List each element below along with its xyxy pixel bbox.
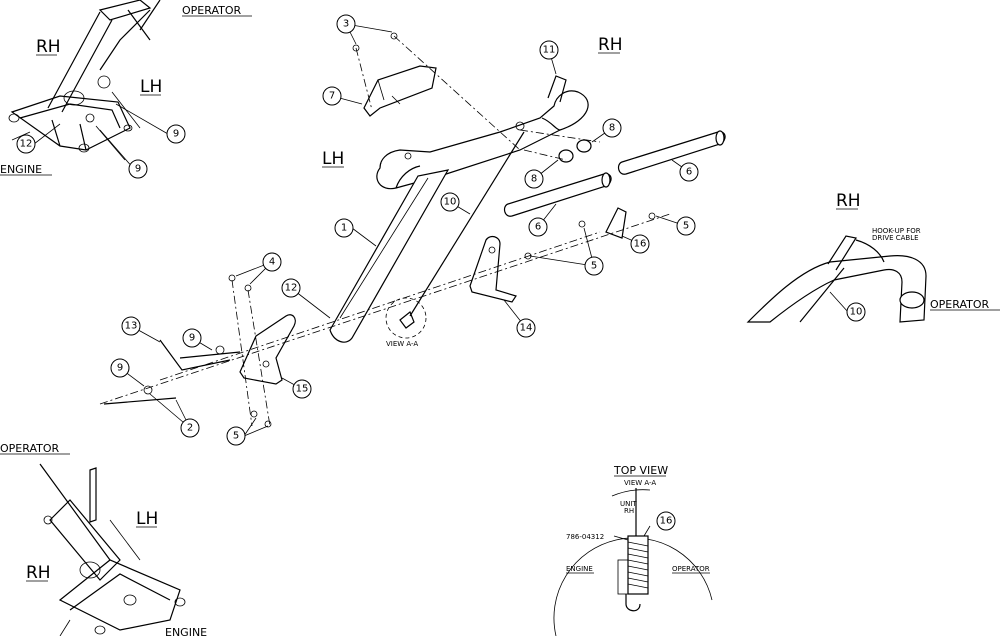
label-unit-rh: RH <box>624 507 634 515</box>
label-lh: LH <box>140 77 162 97</box>
callout-12: 12 <box>20 139 33 150</box>
callout-8: 8 <box>609 123 615 134</box>
callout-6: 6 <box>686 167 692 178</box>
callout-8: 8 <box>531 174 537 185</box>
callout-7: 7 <box>329 91 335 102</box>
label-rh: RH <box>36 37 61 57</box>
label-operator-right: OPERATOR <box>930 298 989 311</box>
callout-5: 5 <box>683 221 689 232</box>
label-engine-bottom: ENGINE <box>165 626 207 636</box>
callout-5: 5 <box>591 261 597 272</box>
label-rh-right: RH <box>836 191 861 211</box>
main-exploded-view: RH LH VIEW A-A <box>99 14 726 446</box>
callout-9: 9 <box>173 129 179 140</box>
label-hook-up-1: HOOK-UP FOR <box>872 227 921 235</box>
label-engine: ENGINE <box>0 163 42 176</box>
label-engine-top: ENGINE <box>566 565 593 573</box>
callout-10: 10 <box>444 197 457 208</box>
callout-16: 16 <box>660 516 673 527</box>
callout-9: 9 <box>189 333 195 344</box>
callout-14: 14 <box>520 323 533 334</box>
callout-13: 13 <box>125 321 138 332</box>
label-operator: OPERATOR <box>182 4 241 17</box>
label-view-aa-top: VIEW A-A <box>624 479 656 487</box>
label-operator-top: OPERATOR <box>672 565 710 573</box>
label-operator-bottom: OPERATOR <box>0 442 59 455</box>
callout-11: 11 <box>543 45 556 56</box>
label-hook-up-2: DRIVE CABLE <box>872 234 919 242</box>
callout-15: 15 <box>296 384 309 395</box>
label-rh-main: RH <box>598 35 623 55</box>
label-lh-main: LH <box>322 149 344 169</box>
callout-4: 4 <box>269 257 275 268</box>
label-top-view: TOP VIEW <box>613 464 668 477</box>
label-view-aa: VIEW A-A <box>386 340 418 348</box>
label-part-number: 786-04312 <box>566 533 604 541</box>
inset-top-left: RH LH OPERATOR ENGINE <box>0 0 252 176</box>
callout-10: 10 <box>850 307 863 318</box>
label-lh-bottom: LH <box>136 509 158 529</box>
inset-right: RH HOOK-UP FOR DRIVE CABLE OPERATOR 10 <box>746 191 1000 323</box>
callout-9: 9 <box>117 363 123 374</box>
callout-1: 1 <box>341 223 347 234</box>
callout-5: 5 <box>233 431 239 442</box>
callout-2: 2 <box>187 423 193 434</box>
callout-3: 3 <box>343 19 349 30</box>
inset-bottom-left: OPERATOR LH RH ENGINE <box>0 442 207 636</box>
callout-9: 9 <box>135 164 141 175</box>
label-unit: UNIT <box>620 500 637 508</box>
inset-top-left-callouts: 9 9 12 <box>16 103 186 179</box>
top-view-detail: TOP VIEW VIEW A-A UNIT RH 786-04312 ENGI… <box>553 464 713 636</box>
callout-16: 16 <box>634 239 647 250</box>
callout-12: 12 <box>285 283 298 294</box>
label-rh-bottom: RH <box>26 563 51 583</box>
callout-6: 6 <box>535 222 541 233</box>
